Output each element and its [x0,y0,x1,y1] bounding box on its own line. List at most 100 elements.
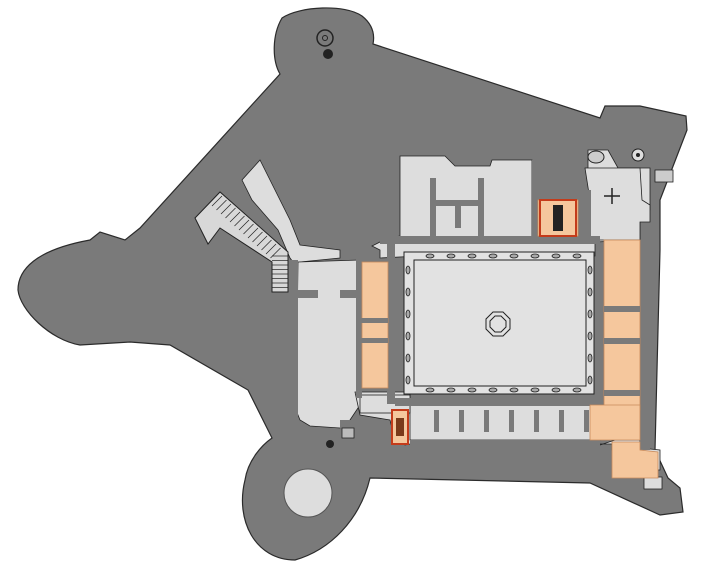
courtyard-column [587,287,593,297]
wall-west-hall-mid [298,290,318,298]
stair-tread [216,199,227,211]
courtyard-column [572,387,582,393]
well-base [323,49,333,59]
stair-tread [261,239,272,251]
octagon-fountain-icon [485,311,511,337]
well-icon [316,29,334,59]
courtyard-column [488,253,498,259]
courtyard-column [405,287,411,297]
ne-exit [654,169,674,183]
wall-north-4 [455,206,461,228]
wall-north-range [380,236,600,244]
divider-e3 [604,390,640,396]
wall-west-hall-right [356,258,362,398]
room-west-orange [361,261,389,389]
sw-stair [326,440,334,448]
wall-west-hall-mid2 [340,290,356,298]
round-tower [283,468,333,518]
south-stair-core [396,418,404,436]
northeast-tower-room [584,167,651,241]
courtyard-column [509,253,519,259]
spiral-stair-icon [631,148,645,162]
courtyard-column [587,331,593,341]
courtyard-columns [405,253,593,393]
stair-tread [247,227,259,239]
northeast-exit-icon [654,169,674,183]
courtyard-column [530,387,540,393]
courtyard-column [530,253,540,259]
wall-north-3 [436,200,478,206]
courtyard-column [551,253,561,259]
wall-west-hall-bottom [340,420,355,428]
highlighted-rooms [361,199,659,479]
wall-north-2 [478,178,484,236]
arcade-pier [584,410,589,432]
stair-tread [256,235,268,247]
courtyard-column [405,331,411,341]
stair-tread [243,223,254,235]
wall-east-outer [640,240,650,450]
courtyard-column [405,309,411,319]
inner-buildings [241,149,663,490]
room-south-tower-orange [611,441,659,479]
northwest-stair-ramp [194,191,289,293]
arcade-pier [484,410,489,432]
courtyard-column [587,309,593,319]
courtyard-column [405,265,411,275]
wall-north-1 [430,178,436,236]
room-east-orange [603,239,641,411]
wall-south-arcade-bottom [410,440,600,446]
courtyard-column [405,375,411,385]
courtyard-column [467,387,477,393]
central-courtyard [403,251,595,395]
stair-tread [238,219,250,231]
courtyard-column [425,253,435,259]
southwest-stair-icon [326,427,355,448]
divider-e1 [604,306,640,312]
stair-tread [211,195,223,207]
orange-dividers [360,306,640,396]
stair-treads [211,195,288,288]
divider-w1 [360,318,388,323]
courtyard-column [425,387,435,393]
cross-chapel-icon [604,188,620,204]
staircase-icon [194,191,289,293]
inner-walls [290,160,650,450]
courtyard-column [587,353,593,363]
divider-e2 [604,338,640,344]
stair-tread [225,207,236,219]
sw-stair-step [341,427,355,439]
courtyard-inner [413,259,587,387]
wall-east-court [596,244,604,404]
wall-ne-1 [585,190,591,240]
north-stair-core [553,205,563,231]
arcade-pier [534,410,539,432]
north-stair-icon [539,199,577,237]
courtyard-column [509,387,519,393]
wall-court-south [395,398,605,406]
courtyard-column [446,253,456,259]
spiral-inner [636,153,640,157]
courtyard-column [587,375,593,385]
courtyard-column [467,253,477,259]
wall-north-5 [532,160,538,240]
courtyard-column [405,353,411,363]
stair-tread [265,243,277,255]
dome [587,150,605,164]
stair-tread [234,215,245,227]
room-southeast-orange [589,404,641,441]
wall-west-hall-left [290,260,298,422]
stair-tread [252,231,263,243]
west-hall [295,259,361,429]
courtyard-column [488,387,498,393]
south-stair-icon [391,409,409,445]
arcade-pier [459,410,464,432]
arcade-pier [559,410,564,432]
dome-icon [587,150,605,164]
courtyard-column [572,253,582,259]
courtyard-column [551,387,561,393]
small-outbuilding [643,476,663,490]
arcade-pier [434,410,439,432]
courtyard-column [587,265,593,275]
